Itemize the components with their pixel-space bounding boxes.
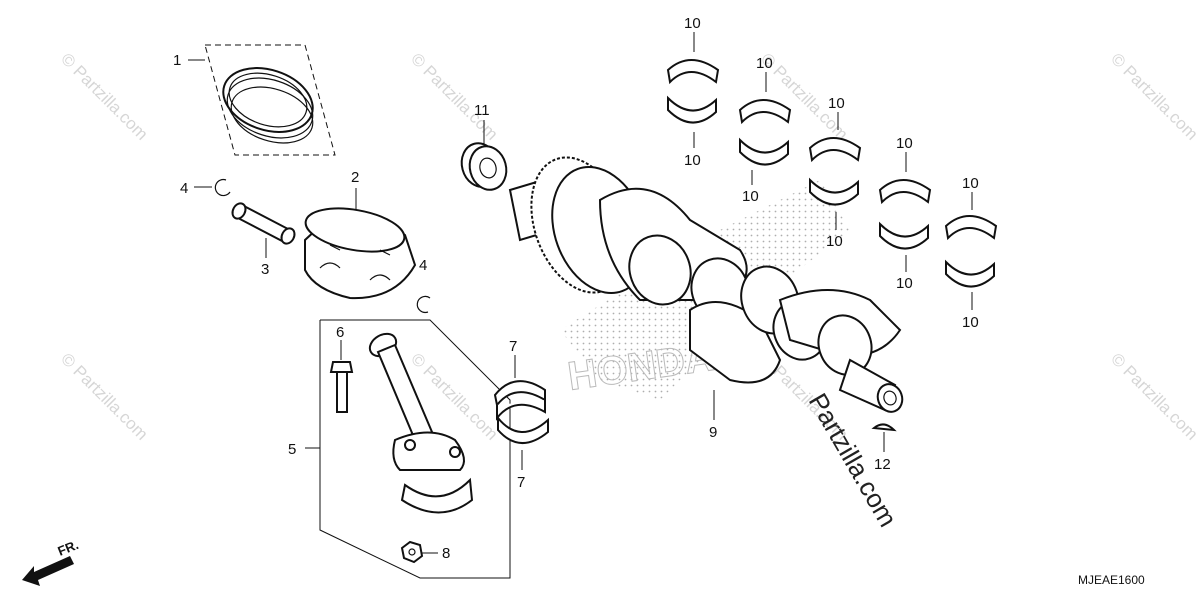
piston-rings-group[interactable] [188, 44, 336, 156]
main-bearing-3[interactable] [808, 112, 862, 230]
callout-10: 10 [828, 95, 845, 112]
connecting-rod-assembly[interactable] [305, 319, 511, 579]
watermark: © Partzilla.com [1107, 349, 1200, 443]
diagram-code: MJEAE1600 [1078, 573, 1145, 587]
woodruff-key[interactable] [871, 423, 897, 452]
callout-10: 10 [896, 275, 913, 292]
front-arrow-icon [22, 556, 74, 586]
rod-nut[interactable] [400, 540, 438, 564]
front-indicator: FR. [22, 537, 81, 586]
callout-10: 10 [826, 233, 843, 250]
callout-10: 10 [756, 55, 773, 72]
callout-10: 10 [742, 188, 759, 205]
callout-12: 12 [874, 456, 891, 473]
callout-7-upper: 7 [509, 338, 517, 355]
callout-6: 6 [336, 324, 344, 341]
callout-5: 5 [288, 441, 296, 458]
callout-10: 10 [896, 135, 913, 152]
main-bearing-1[interactable] [666, 32, 720, 148]
crankshaft[interactable] [508, 144, 906, 420]
main-bearing-4[interactable] [878, 152, 932, 272]
callout-10: 10 [684, 152, 701, 169]
callout-8: 8 [442, 545, 450, 562]
callout-10: 10 [962, 175, 979, 192]
rod-bearing-upper[interactable] [493, 355, 546, 421]
rod-bolt[interactable] [329, 340, 354, 413]
pin-clip-left[interactable] [194, 178, 231, 197]
callout-10: 10 [962, 314, 979, 331]
callout-4-left: 4 [180, 180, 188, 197]
callout-4-right: 4 [419, 257, 427, 274]
callout-3: 3 [261, 261, 269, 278]
watermark: © Partzilla.com [57, 49, 151, 143]
pin-clip-right[interactable] [416, 295, 431, 314]
callout-10: 10 [684, 15, 701, 32]
piston-pin[interactable] [230, 201, 297, 258]
callout-11: 11 [474, 102, 490, 119]
timing-sprocket[interactable] [457, 120, 511, 194]
watermark: © Partzilla.com [1107, 49, 1200, 143]
main-bearing-2[interactable] [738, 72, 792, 185]
front-label: FR. [56, 537, 81, 559]
callout-labels: 1 2 3 4 4 5 6 7 7 8 9 10 10 10 10 10 10 … [173, 15, 979, 562]
watermark: © Partzilla.com [57, 349, 151, 443]
main-bearing-5[interactable] [944, 192, 998, 310]
callout-1: 1 [173, 52, 181, 69]
piston[interactable] [302, 188, 417, 300]
rod-bearing-lower[interactable] [497, 415, 549, 470]
callout-9: 9 [709, 424, 717, 441]
watermark: © Partzilla.com [407, 49, 501, 143]
callout-7-lower: 7 [517, 474, 525, 491]
callout-2: 2 [351, 169, 359, 186]
